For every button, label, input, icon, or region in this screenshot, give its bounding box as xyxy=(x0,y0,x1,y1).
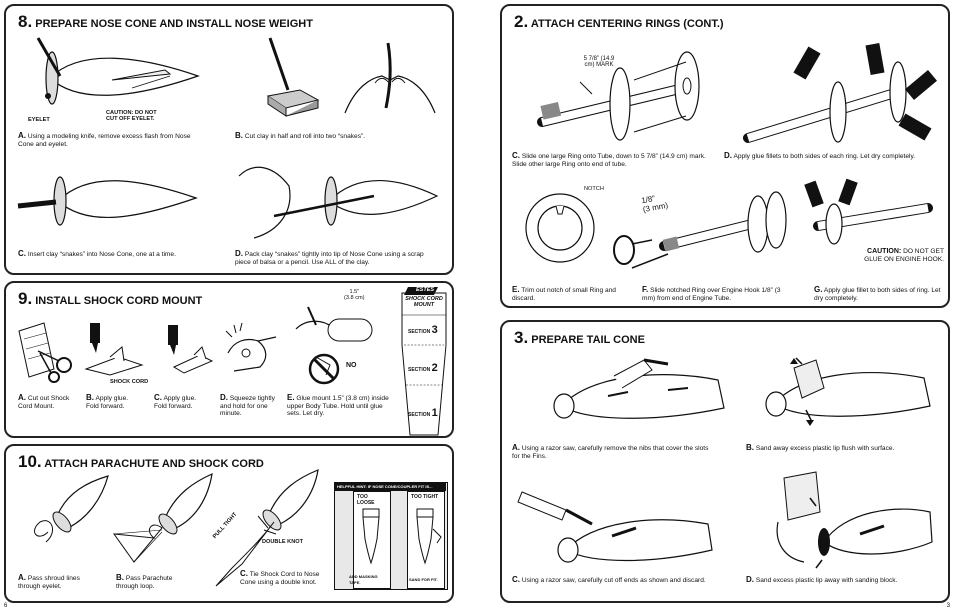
engine-hook-ring-illustration xyxy=(613,191,787,269)
eyelet-label: EYELET xyxy=(28,117,50,123)
step2-caption-g: G. Apply glue fillet to both sides of ri… xyxy=(814,285,941,302)
right-page-number: 3 xyxy=(946,603,950,609)
step2-caption-f: F. Slide notched Ring over Engine Hook 1… xyxy=(642,285,781,302)
glue-fold-c-illustration xyxy=(168,325,214,374)
engine-ring-glue-illustration xyxy=(804,178,933,245)
step2-caption-d: D. Apply glue fillets to both sides of e… xyxy=(724,151,916,161)
step9-caption-b: B. Apply glue. Fold forward. xyxy=(86,393,129,410)
no-label: NO xyxy=(346,362,357,369)
tail-cone-sanding-block-illustration xyxy=(776,471,933,569)
squeeze-hand-illustration xyxy=(225,322,277,372)
clay-cut-illustration xyxy=(266,37,320,117)
add-masking-tape-label: ADD MASKING TAPE. xyxy=(349,574,378,586)
step3-caption-b: B. Sand away excess plastic lip flush wi… xyxy=(746,443,895,453)
left-page-number: 6 xyxy=(4,603,8,609)
step10-panel: 10. ATTACH PARACHUTE AND SHOCK CORD PULL… xyxy=(4,444,454,603)
step9-caption-e: E. Glue mount 1.5” (3.8 cm) inside upper… xyxy=(287,393,389,418)
double-knot-illustration xyxy=(215,469,319,587)
step2-title: 2. ATTACH CENTERING RINGS (CONT.) xyxy=(514,12,724,31)
body-tube-glue-illustration xyxy=(295,306,373,385)
too-loose-label: TOO LOOSE xyxy=(357,494,375,507)
step9-title: 9. INSTALL SHOCK CORD MOUNT xyxy=(18,289,203,308)
rings-on-tube-illustration xyxy=(537,51,700,141)
shock-cord-mount-template xyxy=(401,287,447,436)
glue-fillet-rings-illustration xyxy=(743,43,937,143)
sand-for-fit-label: SAND FOR FIT. xyxy=(409,577,438,582)
mark-label: 5 7/8” (14.9 cm) MARK xyxy=(583,56,615,69)
step3-caption-a: A. Using a razor saw, carefully remove t… xyxy=(512,443,709,460)
notched-ring-illustration xyxy=(525,193,595,263)
clay-pack-illustration xyxy=(238,166,439,239)
step3-panel: 3. PREPARE TAIL CONE A. Using a razor sa… xyxy=(500,320,950,603)
mount-section-3: SECTION 3 xyxy=(408,324,438,336)
mount-section-1: SECTION 1 xyxy=(408,407,438,419)
step9-panel: 9. INSTALL SHOCK CORD MOUNT SHOCK CORD 1… xyxy=(4,281,454,438)
mount-title: SHOCK CORD MOUNT xyxy=(405,296,443,309)
clay-insert-illustration xyxy=(17,176,198,226)
step8-panel: 8. PREPARE NOSE CONE AND INSTALL NOSE WE… xyxy=(4,4,454,275)
double-knot-label: DOUBLE KNOT xyxy=(262,539,304,545)
step9-caption-c: C. Apply glue. Fold forward. xyxy=(154,393,197,410)
step2-caption-c: C. Slide one large Ring onto Tube, down … xyxy=(512,151,706,168)
parachute-loop-illustration xyxy=(112,472,213,563)
step8-caption-a: A. Using a modeling knife, remove excess… xyxy=(18,131,191,148)
step9-caption-a: A. Cut out Shock Cord Mount. xyxy=(18,393,70,410)
step2-panel: 2. ATTACH CENTERING RINGS (CONT.) 5 7/8”… xyxy=(500,4,950,308)
tail-cone-sand-lip-illustration xyxy=(765,357,931,426)
step3-title: 3. PREPARE TAIL CONE xyxy=(514,328,645,347)
dim-label: 1.5” (3.8 cm) xyxy=(344,289,365,302)
mount-section-2: SECTION 2 xyxy=(408,362,438,374)
step8-title: 8. PREPARE NOSE CONE AND INSTALL NOSE WE… xyxy=(18,12,313,31)
step8-caption-c: C. Insert clay “snakes” into Nose Cone, … xyxy=(18,249,176,259)
tail-cone-cut-ends-illustration xyxy=(517,491,713,563)
step2-caution: CAUTION: DO NOT GET GLUE ON ENGINE HOOK. xyxy=(864,248,944,263)
step8-caption-d: D. Pack clay “snakes” tightly into tip o… xyxy=(235,249,424,266)
step10-caption-c: C. Tie Shock Cord to Nose Cone using a d… xyxy=(240,569,320,586)
caution-eyelet-label: CAUTION: DO NOT CUT OFF EYELET. xyxy=(106,110,157,123)
hint-cones-illustration xyxy=(362,508,442,565)
step8-caption-b: B. Cut clay in half and roll into two “s… xyxy=(235,131,366,141)
notch-label: NOTCH xyxy=(584,186,604,192)
clay-roll-hands-illustration xyxy=(344,42,436,114)
step3-caption-d: D. Sand excess plastic lip away with san… xyxy=(746,575,898,585)
step9-caption-d: D. Squeeze tightly and hold for one minu… xyxy=(220,393,275,418)
helpful-hint-box: HELPFUL HINT: IF NOSE CONE/COUPLER FIT I… xyxy=(334,482,448,590)
step10-caption-b: B. Pass Parachute through loop. xyxy=(116,573,173,590)
step2-caption-e: E. Trim out notch of small Ring and disc… xyxy=(512,285,616,302)
scissors-cut-illustration xyxy=(18,322,72,383)
tail-cone-nibs-illustration xyxy=(553,358,725,419)
shroud-lines-illustration xyxy=(34,475,109,543)
glue-fold-b-illustration xyxy=(84,323,144,376)
step3-caption-c: C. Using a razor saw, carefully cut off … xyxy=(512,575,706,585)
nose-cone-trim-illustration xyxy=(36,37,200,105)
too-tight-label: TOO TIGHT xyxy=(411,494,439,500)
estes-logo: ESTES xyxy=(416,287,435,293)
hint-header: HELPFUL HINT: IF NOSE CONE/COUPLER FIT I… xyxy=(335,483,446,492)
step10-title: 10. ATTACH PARACHUTE AND SHOCK CORD xyxy=(18,452,264,471)
shock-cord-label: SHOCK CORD xyxy=(110,379,149,385)
step10-caption-a: A. Pass shroud lines through eyelet. xyxy=(18,573,80,590)
